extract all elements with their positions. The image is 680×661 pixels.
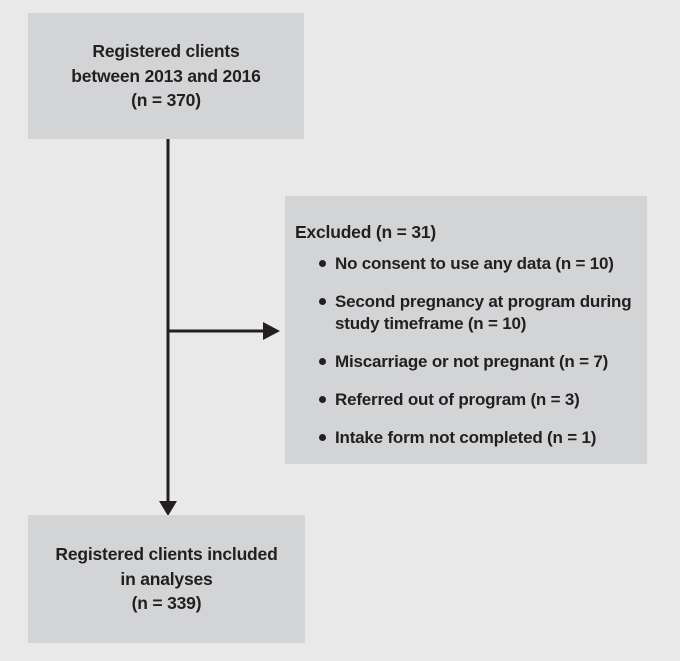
included-clients-line-2: in analyses bbox=[120, 568, 213, 589]
registered-clients-count: (n = 370) bbox=[131, 90, 201, 111]
excluded-title: Excluded (n = 31) bbox=[295, 222, 437, 242]
registered-clients-line-1: Registered clients bbox=[92, 41, 240, 62]
excluded-list: No consent to use any data (n = 10) Seco… bbox=[295, 253, 633, 450]
excluded-item: Miscarriage or not pregnant (n = 7) bbox=[295, 351, 633, 373]
excluded-item: No consent to use any data (n = 10) bbox=[295, 253, 633, 275]
included-clients-count: (n = 339) bbox=[131, 593, 202, 614]
registered-clients-box: Registered clients between 2013 and 2016… bbox=[28, 13, 304, 139]
excluded-item: Intake form not completed (n = 1) bbox=[295, 427, 633, 449]
arrow-down bbox=[159, 139, 177, 516]
excluded-item: Referred out of program (n = 3) bbox=[295, 389, 633, 411]
excluded-box: Excluded (n = 31) No consent to use any … bbox=[285, 196, 647, 464]
included-clients-box: Registered clients included in analyses … bbox=[28, 515, 305, 643]
included-clients-line-1: Registered clients included bbox=[55, 544, 278, 565]
excluded-item: Second pregnancy at program during study… bbox=[295, 291, 633, 335]
arrow-right bbox=[168, 322, 280, 340]
registered-clients-line-2: between 2013 and 2016 bbox=[71, 65, 261, 86]
